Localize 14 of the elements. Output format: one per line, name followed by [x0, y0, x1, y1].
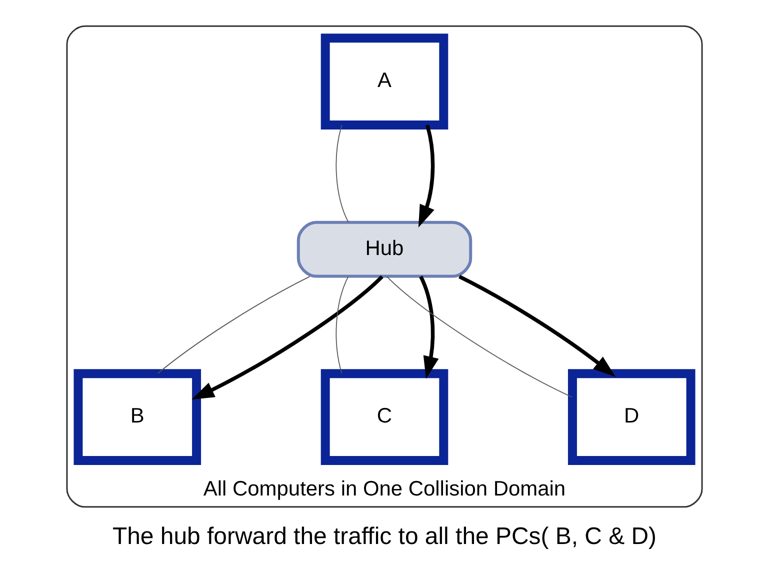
connector	[156, 276, 310, 374]
arrow	[458, 274, 616, 377]
node-box: Hub	[296, 220, 472, 278]
arrow	[418, 124, 434, 228]
node-box: C	[320, 369, 448, 465]
caption: The hub forward the traffic to all the PCs( B, C & D)	[112, 523, 656, 550]
connector	[335, 124, 348, 223]
arrow	[191, 275, 383, 400]
arrow	[418, 276, 438, 379]
node-box: D	[567, 369, 695, 465]
node-box: B	[73, 369, 201, 465]
connector	[335, 276, 348, 374]
connector	[386, 276, 572, 398]
node-box: A	[320, 34, 448, 130]
